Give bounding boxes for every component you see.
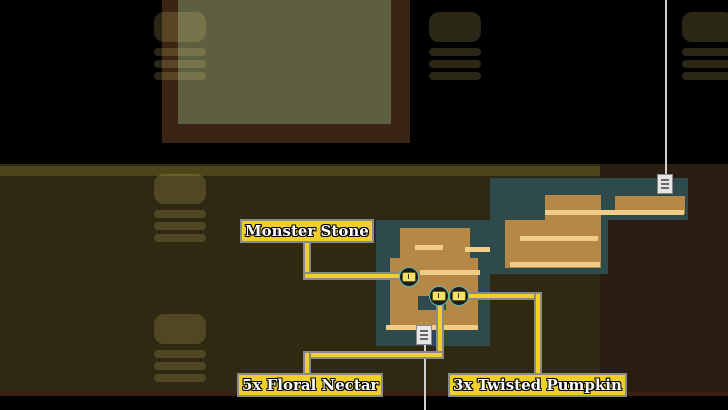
label-monster-stone: Monster Stone: [240, 219, 374, 243]
upper-room-floor: [178, 0, 391, 124]
dungeon-floor: [400, 228, 470, 258]
platform: [415, 245, 443, 250]
bee-shrine-icon: [154, 314, 206, 382]
label-twisted-pumpkin: 3x Twisted Pumpkin: [448, 373, 627, 397]
ladder-exit-icon[interactable]: [416, 325, 432, 345]
connector-line: [305, 274, 403, 278]
platform: [465, 247, 505, 252]
bee-shrine-icon: [682, 12, 728, 80]
connector-line: [305, 353, 442, 357]
exit-path-line: [424, 345, 426, 410]
treasure-chest-icon[interactable]: [429, 286, 449, 306]
treasure-chest-icon[interactable]: [399, 267, 419, 287]
dungeon-floor: [505, 220, 601, 268]
connector-line: [305, 242, 309, 276]
bee-shrine-icon: [429, 12, 481, 80]
chest-glyph: [452, 291, 466, 301]
bee-shrine-icon: [154, 174, 206, 242]
platform: [510, 262, 600, 267]
platform: [608, 210, 684, 215]
platform: [420, 270, 480, 275]
ladder-exit-icon[interactable]: [657, 174, 673, 194]
platform: [520, 236, 598, 241]
bee-shrine-icon: [154, 12, 206, 80]
dungeon-floor: [615, 196, 685, 214]
chest-glyph: [432, 291, 446, 301]
connector-line: [305, 353, 309, 375]
chest-glyph: [402, 272, 416, 282]
platform: [386, 325, 478, 330]
dungeon-floor: [545, 195, 601, 223]
connector-line: [438, 303, 442, 357]
exit-path-line: [665, 0, 667, 175]
connector-line: [536, 294, 540, 375]
connector-line: [466, 294, 540, 298]
label-floral-nectar: 5x Floral Nectar: [237, 373, 384, 397]
treasure-chest-icon[interactable]: [449, 286, 469, 306]
corridor-top-strip: [0, 166, 728, 176]
